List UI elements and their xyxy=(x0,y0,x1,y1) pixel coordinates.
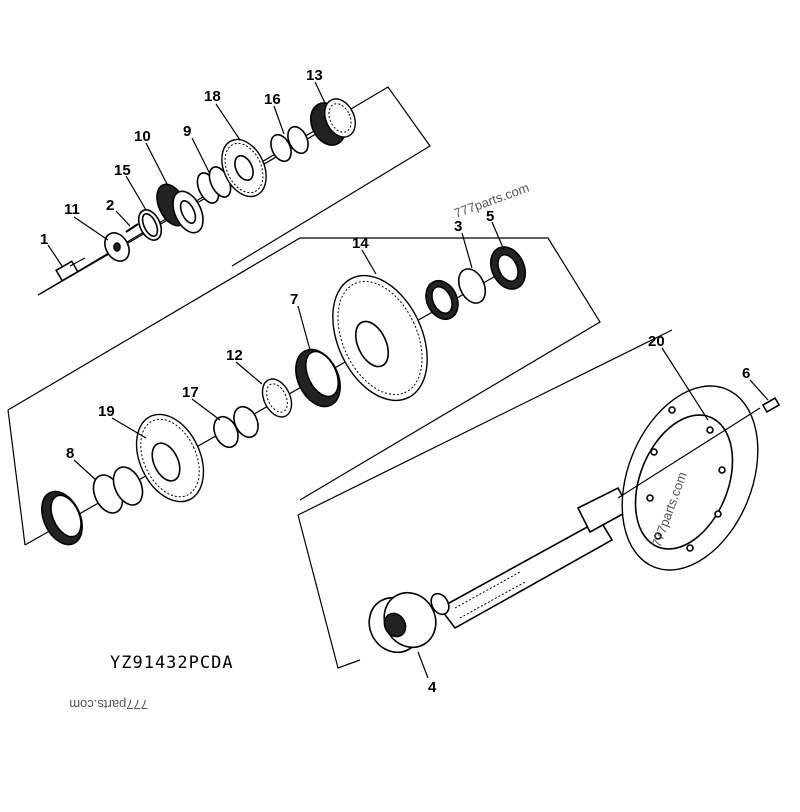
part-14-large-gear xyxy=(332,274,428,402)
part-17-bushing xyxy=(213,405,259,449)
callout-7: 7 xyxy=(290,291,298,308)
callout-12: 12 xyxy=(226,347,243,364)
callout-10: 10 xyxy=(134,128,151,145)
part-4-bearing xyxy=(368,591,437,654)
callout-18: 18 xyxy=(204,88,221,105)
callout-8: 8 xyxy=(66,445,74,462)
callout-1: 1 xyxy=(40,231,48,248)
callout-19: 19 xyxy=(98,403,115,420)
pinion-shaft xyxy=(430,486,632,630)
part-3-ring xyxy=(457,268,487,304)
callout-9: 9 xyxy=(183,123,191,140)
part-18-gear xyxy=(221,138,267,198)
callout-4: 4 xyxy=(428,679,437,696)
callout-5: 5 xyxy=(486,208,494,225)
part-1-bolt xyxy=(55,257,86,282)
part-16-bushing xyxy=(270,125,309,163)
part-12-bearing xyxy=(261,378,293,418)
callout-6: 6 xyxy=(742,365,750,382)
diagram-code: YZ91432PCDA xyxy=(110,653,234,673)
upper-shaft-assembly xyxy=(37,86,431,296)
part-3-needle-bearing xyxy=(425,279,459,321)
part-5-bearing xyxy=(489,246,527,290)
part-11-washer xyxy=(104,232,130,262)
part-15-snap-ring xyxy=(137,209,163,241)
part-13-needle-bearing xyxy=(309,98,356,146)
callout-16: 16 xyxy=(264,91,281,108)
callout-15: 15 xyxy=(114,162,131,179)
part-19-gear xyxy=(135,413,205,503)
middle-shaft-assembly xyxy=(7,237,601,546)
callout-11: 11 xyxy=(64,201,80,218)
part-10-bearing xyxy=(156,183,204,234)
callout-13: 13 xyxy=(306,67,323,84)
callout-20: 20 xyxy=(648,333,665,350)
lower-shaft-assembly xyxy=(297,329,781,669)
callouts: 1 11 2 15 10 9 18 16 13 14 3 5 7 12 17 1… xyxy=(40,67,750,696)
part-20-ring-gear xyxy=(617,385,761,571)
callout-2: 2 xyxy=(106,197,114,214)
part-8-sleeve xyxy=(92,466,144,514)
leader-lines xyxy=(47,81,769,679)
callout-14: 14 xyxy=(352,235,369,252)
part-2-pin xyxy=(125,223,139,233)
part-6-bolt xyxy=(761,396,781,414)
watermark: 777parts.com xyxy=(69,697,148,712)
part-7-bearing xyxy=(295,348,341,408)
callout-3: 3 xyxy=(454,218,462,235)
callout-17: 17 xyxy=(182,384,199,401)
part-8-bearing xyxy=(41,490,83,546)
